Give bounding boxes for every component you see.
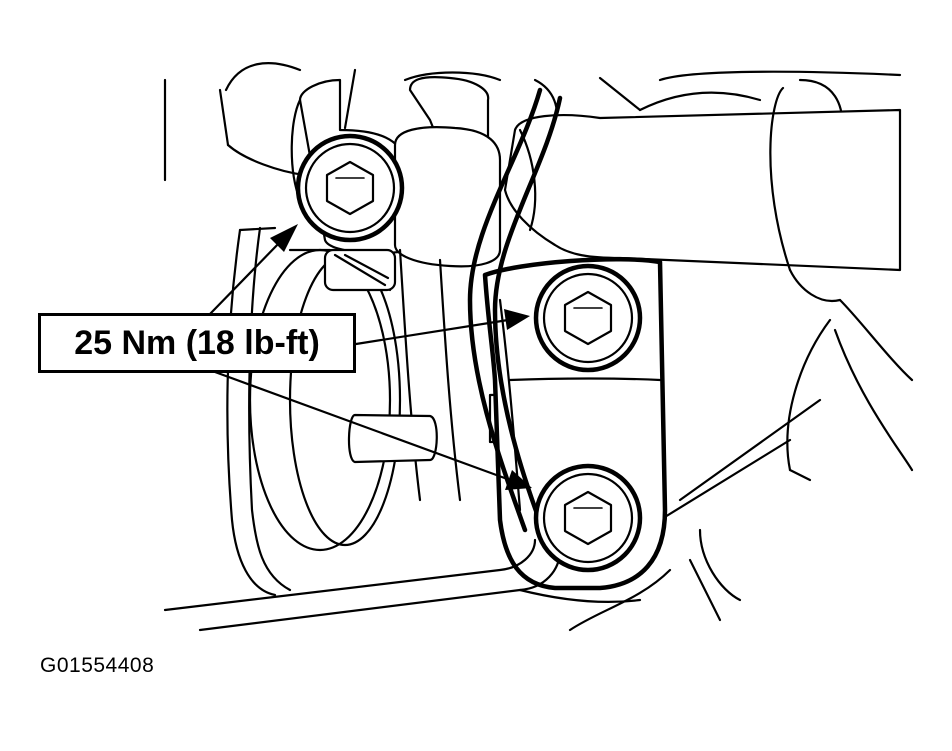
arrow-head-upper-left	[270, 224, 298, 252]
bolt-upper-left	[295, 133, 405, 243]
arrow-head-lower	[505, 470, 532, 490]
leader-arrows	[208, 224, 532, 490]
engine-housing	[163, 62, 914, 632]
arrow-line-right	[354, 318, 510, 346]
arrow-line-upper-left	[208, 238, 284, 316]
bolt-lower	[533, 463, 643, 573]
bolt-right-middle	[533, 263, 643, 373]
arrow-head-right	[504, 309, 530, 330]
figure-id-label: G01554408	[40, 654, 155, 677]
arrow-line-lower	[213, 370, 512, 482]
pulley-wheel	[248, 248, 402, 552]
upper-pipe	[503, 86, 902, 303]
center-link-arm	[393, 76, 502, 502]
torque-callout-label: 25 Nm (18 lb-ft)	[38, 313, 356, 373]
